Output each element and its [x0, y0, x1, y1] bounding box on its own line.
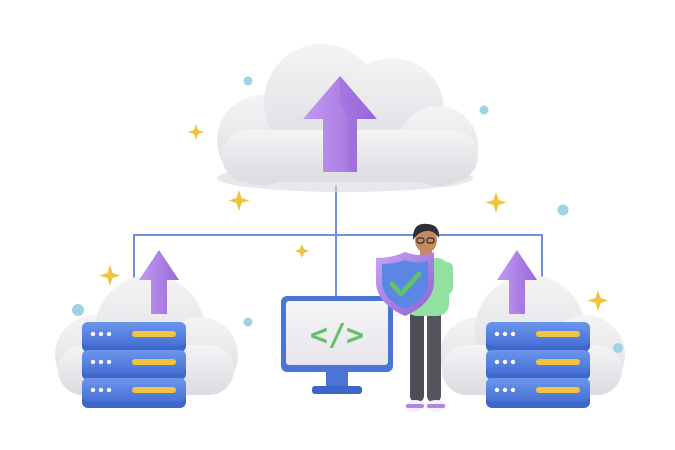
sparkle-decorations: [99, 124, 609, 311]
left-upload-arrow-icon: [139, 250, 179, 314]
code-icon: </>: [310, 318, 364, 353]
sparkle-icon: [485, 192, 507, 213]
left-server-rack: [82, 322, 186, 408]
server-unit: [486, 378, 590, 408]
dot: [243, 317, 253, 327]
dot: [479, 105, 489, 115]
dot: [243, 76, 253, 86]
dot: [557, 204, 569, 216]
sparkle-icon: [99, 265, 121, 286]
dot: [613, 343, 623, 353]
network-connector-lines: [133, 185, 543, 300]
server-unit: [486, 322, 590, 352]
sparkle-icon: [228, 190, 250, 211]
server-unit: [82, 350, 186, 380]
person: [376, 223, 453, 412]
upload-arrow-icon: [303, 76, 377, 172]
server-unit: [82, 378, 186, 408]
right-server-rack: [486, 322, 590, 408]
right-upload-arrow-icon: [497, 250, 537, 314]
sparkle-icon: [188, 124, 204, 140]
sparkle-icon: [587, 290, 609, 311]
dot: [72, 304, 84, 316]
dot-decorations: [72, 76, 623, 353]
server-unit: [486, 350, 590, 380]
shield-check-icon: [376, 252, 434, 316]
monitor: </>: [281, 296, 393, 394]
server-unit: [82, 322, 186, 352]
main-cloud: [217, 44, 478, 192]
sparkle-icon: [295, 244, 309, 258]
